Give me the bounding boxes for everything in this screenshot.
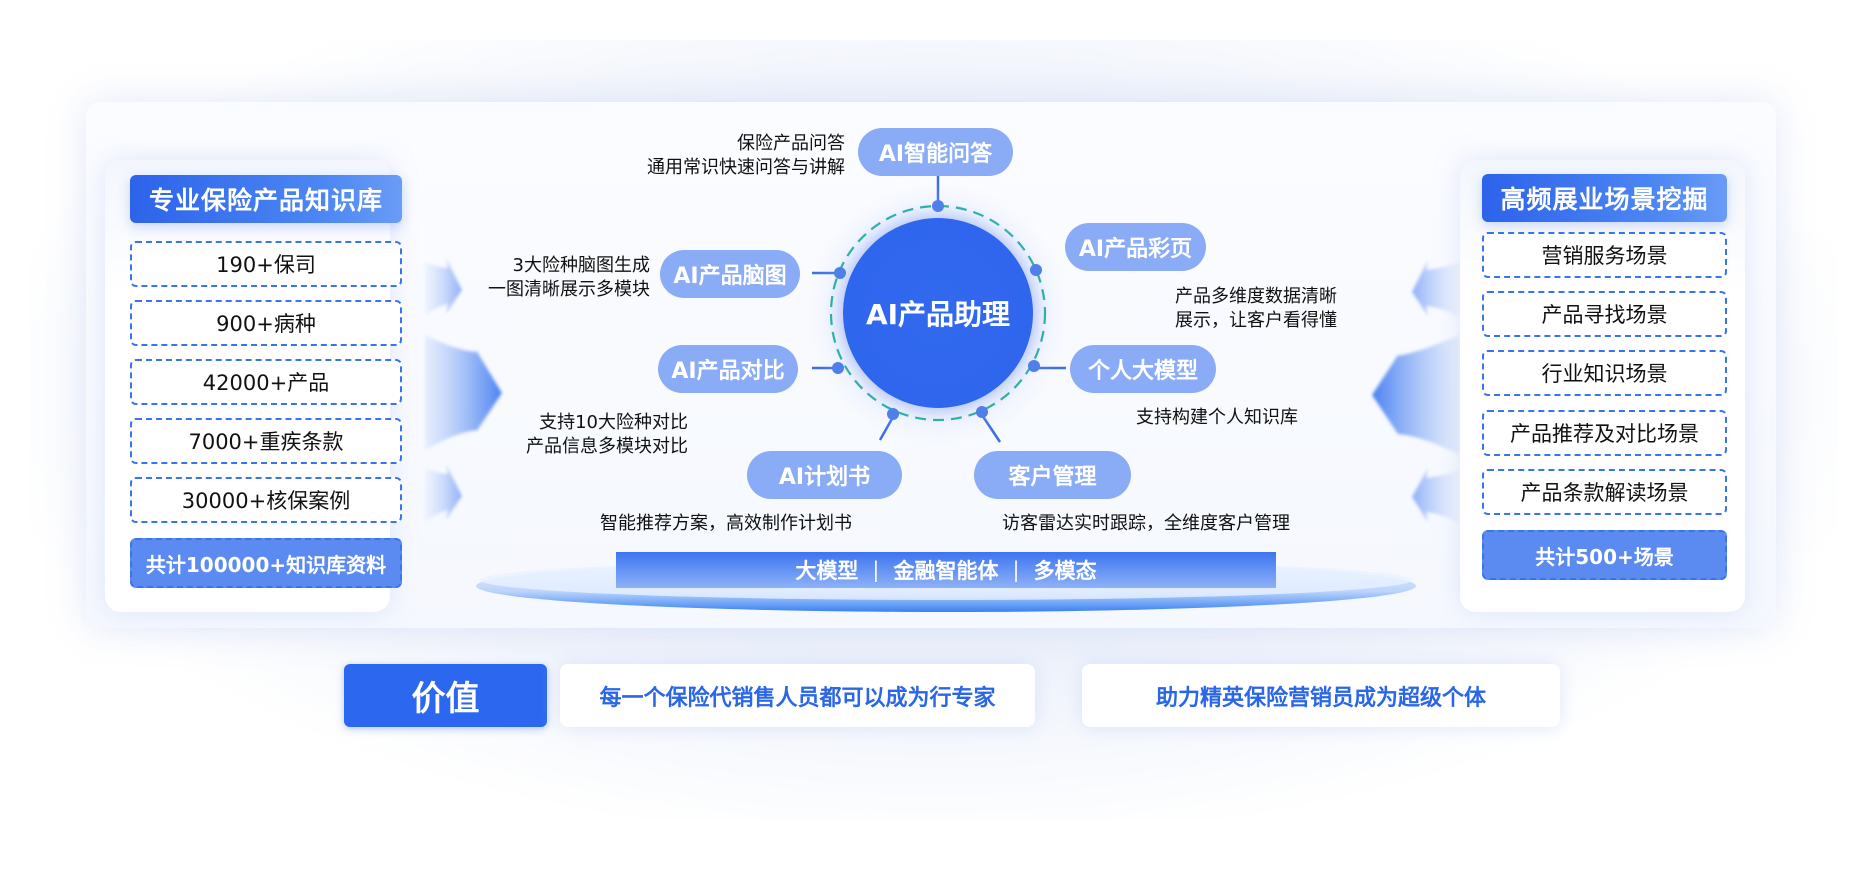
module-personal-llm[interactable]: 个人大模型 xyxy=(1070,345,1216,393)
module-ai-plan[interactable]: AI计划书 xyxy=(747,451,902,499)
desc-ai-brochure: 产品多维度数据清晰 展示，让客户看得懂 xyxy=(1175,285,1337,333)
kb-item-products: 42000+产品 xyxy=(130,359,402,405)
left-flow-arrows xyxy=(425,258,502,522)
knowledge-base-title: 专业保险产品知识库 xyxy=(130,175,402,223)
module-ai-brochure[interactable]: AI产品彩页 xyxy=(1065,223,1206,271)
ai-product-assistant-hub: AI产品助理 xyxy=(843,218,1033,408)
scenario-item-industry-knowledge: 行业知识场景 xyxy=(1482,350,1727,396)
desc-ai-plan: 智能推荐方案，高效制作计划书 xyxy=(600,512,852,536)
desc-ai-qa-line2: 通用常识快速问答与讲解 xyxy=(647,157,845,178)
module-ai-qa[interactable]: AI智能问答 xyxy=(858,128,1013,176)
platform-financial-agent: 金融智能体 xyxy=(893,559,999,583)
desc-ai-compare-line2: 产品信息多模块对比 xyxy=(526,436,688,457)
scenario-item-terms-interpretation: 产品条款解读场景 xyxy=(1482,469,1727,515)
desc-ai-mindmap-line1: 3大险种脑图生成 xyxy=(512,255,650,276)
scenario-title: 高频展业场景挖掘 xyxy=(1482,174,1727,222)
desc-ai-qa: 保险产品问答 通用常识快速问答与讲解 xyxy=(600,132,845,180)
value-statement-expert: 每一个保险代销售人员都可以成为行专家 xyxy=(560,664,1035,727)
module-ai-mindmap[interactable]: AI产品脑图 xyxy=(660,250,800,298)
desc-ai-compare: 支持10大险种对比 产品信息多模块对比 xyxy=(480,411,688,459)
desc-customer-management-line1: 访客雷达实时跟踪，全维度客户管理 xyxy=(1002,513,1290,534)
platform-llm: 大模型 xyxy=(795,559,859,583)
right-flow-arrows xyxy=(1372,260,1460,524)
desc-ai-mindmap: 3大险种脑图生成 一图清晰展示多模块 xyxy=(455,254,650,302)
platform-banner: 大模型 | 金融智能体 | 多模态 xyxy=(616,552,1276,588)
platform-multimodal: 多模态 xyxy=(1033,559,1097,583)
module-customer-management[interactable]: 客户管理 xyxy=(974,451,1131,499)
desc-customer-management: 访客雷达实时跟踪，全维度客户管理 xyxy=(1002,512,1290,536)
desc-personal-llm-line1: 支持构建个人知识库 xyxy=(1136,407,1298,428)
kb-item-diseases: 900+病种 xyxy=(130,300,402,346)
module-ai-compare[interactable]: AI产品对比 xyxy=(658,345,798,393)
kb-total: 共计100000+知识库资料 xyxy=(130,538,402,588)
platform-separator: | xyxy=(872,558,880,582)
desc-ai-mindmap-line2: 一图清晰展示多模块 xyxy=(488,279,650,300)
desc-ai-brochure-line1: 产品多维度数据清晰 xyxy=(1175,286,1337,307)
desc-ai-qa-line1: 保险产品问答 xyxy=(737,133,845,154)
value-statement-super-individual: 助力精英保险营销员成为超级个体 xyxy=(1082,664,1560,727)
scenario-total: 共计500+场景 xyxy=(1482,530,1727,580)
desc-ai-brochure-line2: 展示，让客户看得懂 xyxy=(1175,310,1337,331)
value-label: 价值 xyxy=(344,664,547,727)
kb-item-insurers: 190+保司 xyxy=(130,241,402,287)
desc-ai-compare-line1: 支持10大险种对比 xyxy=(539,412,688,433)
kb-item-critical-illness-terms: 7000+重疾条款 xyxy=(130,418,402,464)
scenario-item-product-search: 产品寻找场景 xyxy=(1482,291,1727,337)
kb-item-underwriting-cases: 30000+核保案例 xyxy=(130,477,402,523)
platform-separator: | xyxy=(1012,558,1020,582)
desc-personal-llm: 支持构建个人知识库 xyxy=(1136,406,1298,430)
scenario-item-recommend-compare: 产品推荐及对比场景 xyxy=(1482,410,1727,456)
desc-ai-plan-line1: 智能推荐方案，高效制作计划书 xyxy=(600,513,852,534)
scenario-item-marketing: 营销服务场景 xyxy=(1482,232,1727,278)
